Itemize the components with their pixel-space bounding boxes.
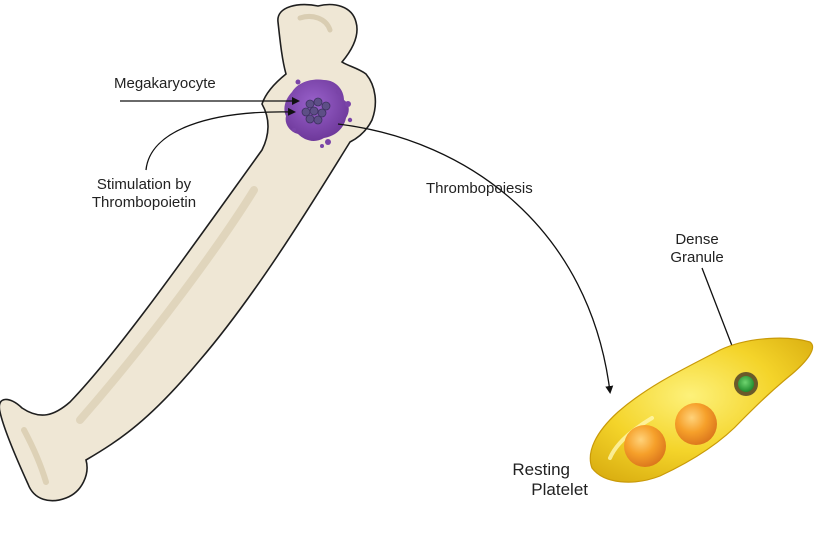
- megakaryocyte-nucleus: [301, 97, 331, 125]
- megakaryocyte-label: Megakaryocyte: [114, 75, 216, 92]
- dense-granule-label-line1: Dense: [675, 231, 719, 248]
- stimulation-label-line1: Stimulation by: [96, 176, 192, 193]
- dense-granule-label: Dense Granule: [652, 231, 742, 267]
- resting-platelet-label-line1: Resting: [512, 460, 570, 479]
- resting-platelet: [589, 337, 814, 483]
- stimulation-arrow: [145, 107, 296, 171]
- dense-granule-label-line2: Granule: [670, 249, 724, 266]
- resting-platelet-label: Resting Platelet: [478, 460, 588, 500]
- thrombopoiesis-arrow: [337, 123, 614, 394]
- bone-shape: [0, 3, 377, 502]
- platelet-granule: [624, 425, 666, 467]
- megakaryocyte-cell: [284, 79, 353, 148]
- stimulation-label: Stimulation by Thrombopoietin: [64, 176, 224, 212]
- platelet-granule: [675, 403, 717, 445]
- resting-platelet-label-line2: Platelet: [531, 480, 588, 499]
- thrombopoiesis-label: Thrombopoiesis: [426, 180, 533, 197]
- stimulation-label-line2: Thrombopoietin: [91, 194, 197, 211]
